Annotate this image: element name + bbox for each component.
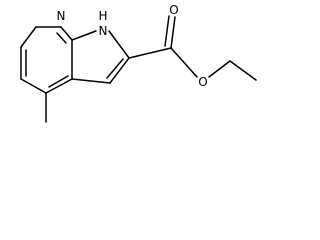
- bond-c2-c3: [109, 57, 130, 84]
- bond-c4-c3a: [45, 78, 73, 94]
- bond-n7-c6: [20, 26, 37, 48]
- bond-ch2-ch3: [229, 60, 257, 81]
- pyridine-nitrogen-label: N: [57, 9, 66, 23]
- bond-c2-carbonyl: [128, 47, 172, 59]
- bond-n1-c2: [108, 30, 130, 59]
- atom-labels: N H N O O: [57, 3, 208, 89]
- bond-c7a-n7-inner: [56, 32, 67, 44]
- chemical-structure-drawing: N H N O O: [20, 3, 257, 123]
- pyrrole-nitrogen-label: N: [99, 24, 108, 38]
- pyrrole-hydrogen-label: H: [98, 9, 107, 23]
- bond-c7a-n1: [71, 30, 97, 41]
- bond-c4-c3a-inner: [48, 75, 69, 88]
- bond-lines: [20, 15, 257, 123]
- bond-c7a-n7: [60, 26, 73, 41]
- bond-c3-c3a: [71, 78, 111, 84]
- ester-oxygen-label: O: [198, 75, 207, 89]
- bond-carbonyl-ester-o: [170, 47, 198, 78]
- bond-ester-o-ch2: [208, 60, 231, 78]
- carbonyl-oxygen-label: O: [169, 3, 178, 17]
- bond-c2-c3-inner: [106, 58, 124, 79]
- bond-carbonyl-o-double-b: [164, 15, 170, 47]
- bond-c5-c4: [20, 78, 47, 94]
- bond-carbonyl-o-double-a: [170, 16, 176, 49]
